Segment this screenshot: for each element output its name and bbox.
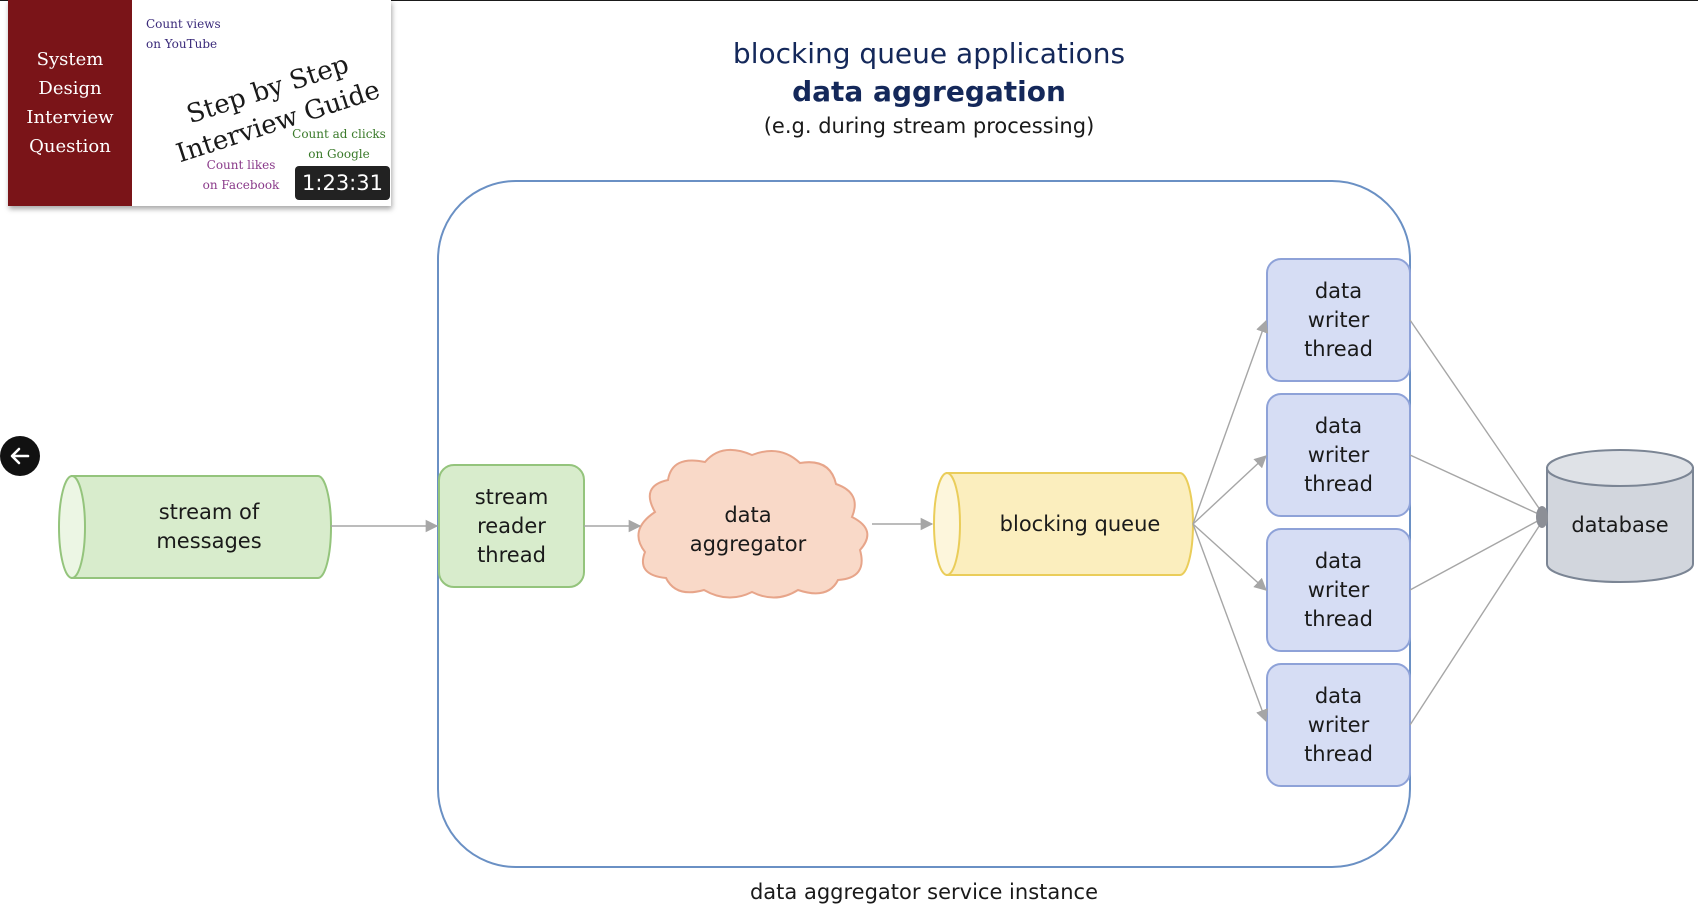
arrow-queue-to-writer <box>1192 319 1269 525</box>
side-line: Design <box>38 78 102 99</box>
side-line: Question <box>29 136 111 157</box>
link-writer-to-database <box>1409 516 1546 591</box>
page-title: blocking queue applications <box>732 37 1126 70</box>
container-caption: data aggregator service instance <box>749 880 1099 904</box>
youtube-note-line: on YouTube <box>146 37 218 51</box>
thumbnail-side-panel: System Design Interview Question <box>8 0 132 206</box>
link-writer-to-database <box>1409 319 1546 518</box>
label-line: stream <box>474 484 549 509</box>
label-line: data <box>1314 278 1363 303</box>
top-border <box>0 0 1698 1</box>
label-line: writer <box>1307 307 1370 332</box>
database-cylinder <box>1546 449 1694 583</box>
youtube-note: Count views on YouTube <box>146 14 242 54</box>
database-connector-dot <box>1536 506 1548 528</box>
blocking-queue <box>933 472 1194 576</box>
label-line: stream of <box>158 500 260 524</box>
arrow-queue-to-writer <box>1192 523 1268 723</box>
facebook-note-line: on Facebook <box>202 178 280 192</box>
side-line: System <box>36 49 104 70</box>
label-line: writer <box>1307 577 1370 602</box>
video-thumbnail[interactable]: System Design Interview Question Count v… <box>8 0 391 206</box>
google-note-line: on Google <box>308 147 370 161</box>
label-line: thread <box>1304 336 1373 361</box>
data-aggregator-label: data aggregator <box>648 480 848 580</box>
writer-label: data writer thread <box>1267 394 1410 516</box>
page-subtitle: data aggregation <box>792 75 1066 108</box>
label-line: thread <box>477 542 546 567</box>
back-button[interactable] <box>0 436 40 476</box>
blocking-queue-label: blocking queue <box>999 511 1161 536</box>
stream-of-messages-label: stream of messages <box>80 476 338 578</box>
side-line: Interview <box>26 107 114 128</box>
arrow-left-icon <box>10 447 30 465</box>
arrow-queue-to-writer <box>1192 455 1267 525</box>
database-label: database <box>1571 512 1669 537</box>
writer-label: data writer thread <box>1267 664 1410 786</box>
google-note-line: Count ad clicks <box>292 127 386 141</box>
label-line: data <box>1314 413 1363 438</box>
stream-of-messages <box>58 475 332 579</box>
label-line: messages <box>156 529 262 553</box>
data-aggregator-cloud <box>637 448 869 599</box>
label-line: data <box>1314 683 1363 708</box>
link-writer-to-database <box>1409 454 1546 518</box>
writer-label: data writer thread <box>1267 529 1410 651</box>
google-note: Count ad clicks on Google <box>288 124 390 164</box>
facebook-note: Count likes on Facebook <box>188 155 294 195</box>
label-line: aggregator <box>689 532 807 556</box>
label-line: data <box>724 503 772 527</box>
label-line: thread <box>1304 741 1373 766</box>
label-line: reader <box>477 513 546 538</box>
youtube-note-line: Count views <box>146 17 221 31</box>
link-writer-to-database <box>1409 516 1546 726</box>
label-line: writer <box>1307 442 1370 467</box>
video-timestamp: 1:23:31 <box>295 166 390 200</box>
label-line: thread <box>1304 471 1373 496</box>
title-block: blocking queue applications data aggrega… <box>629 34 1229 142</box>
label-line: thread <box>1304 606 1373 631</box>
stream-reader-label: stream reader thread <box>439 465 584 587</box>
facebook-note-line: Count likes <box>206 158 276 172</box>
label-line: data <box>1314 548 1363 573</box>
page-note: (e.g. during stream processing) <box>763 114 1095 138</box>
arrow-queue-to-writer <box>1192 523 1267 591</box>
label-line: writer <box>1307 712 1370 737</box>
writer-label: data writer thread <box>1267 259 1410 381</box>
